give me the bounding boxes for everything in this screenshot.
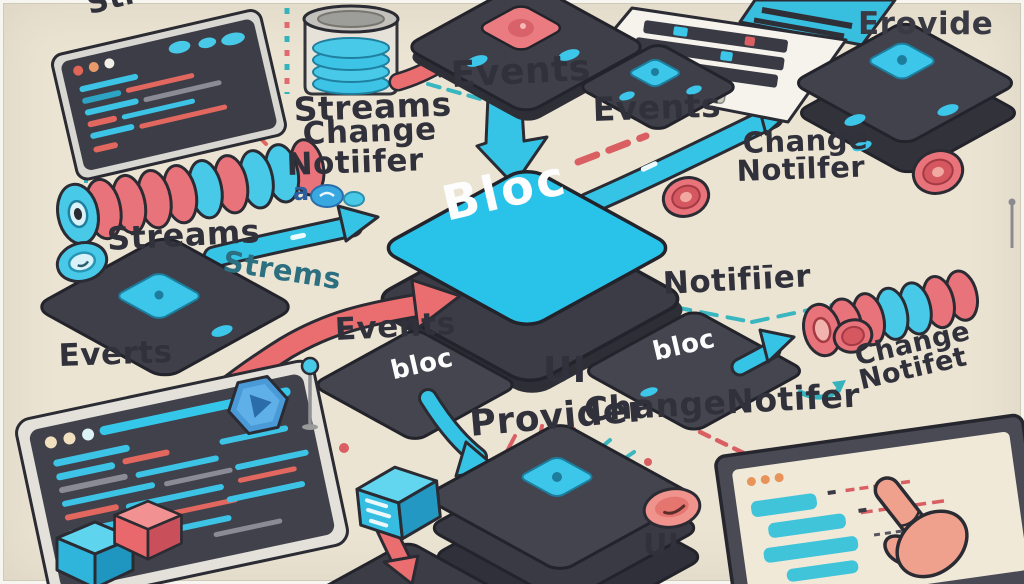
red-dash-top-icon: [574, 132, 650, 166]
label-erovide: Erovide: [858, 6, 994, 42]
bloc-tile-left-icon: [312, 328, 518, 442]
label-events-top: Events: [450, 47, 592, 96]
label-events-top-right: Events: [592, 85, 722, 129]
provider-stack-icon: [423, 422, 705, 584]
target-coin-icon: [661, 176, 711, 218]
play-badge-icon: [227, 374, 289, 436]
streams-coin-stack-icon: [56, 138, 326, 246]
bloc-tile-right-icon: [582, 310, 805, 433]
antenna-icon: [1008, 198, 1016, 248]
red-box-icon: [113, 499, 183, 561]
small-curve-arrow-icon: [797, 380, 846, 400]
a-swirl-icon: [310, 184, 365, 208]
event-chip-small-icon: [577, 43, 738, 132]
red-dash-monitor-icon: [697, 429, 761, 463]
label-events-mid: Events: [334, 305, 457, 348]
monitor-icon: [714, 413, 1024, 584]
bloc-to-notifier-arrow-icon: [730, 328, 796, 377]
package-box-icon: [355, 465, 442, 541]
pin-icon: [300, 356, 320, 430]
label-change-notifier-top-line2: Notiifer: [286, 142, 425, 183]
label-change-notifier-right-line2: Notīlfer: [736, 149, 866, 188]
bottom-tile-icon: [312, 541, 504, 584]
label-ui-bottom: UI: [643, 528, 680, 563]
provider-stack-topright-icon: [792, 21, 1021, 175]
hand-cursor-icon: [873, 476, 969, 579]
label-a-mark: a: [293, 178, 310, 206]
label-ui-mid: UI: [543, 350, 587, 391]
stream-jar-icon: [302, 4, 400, 96]
target-coin-icon: [911, 149, 965, 195]
bloc-cube-icon: [371, 166, 683, 393]
label-everts: Everts: [58, 334, 174, 374]
coin-icon: [55, 241, 109, 283]
target-coin-icon: [832, 318, 874, 354]
code-editor-top-left-icon: [51, 9, 287, 181]
streams-to-bloc-arrow-icon: [202, 204, 380, 269]
red-blob-icon: [642, 487, 702, 529]
